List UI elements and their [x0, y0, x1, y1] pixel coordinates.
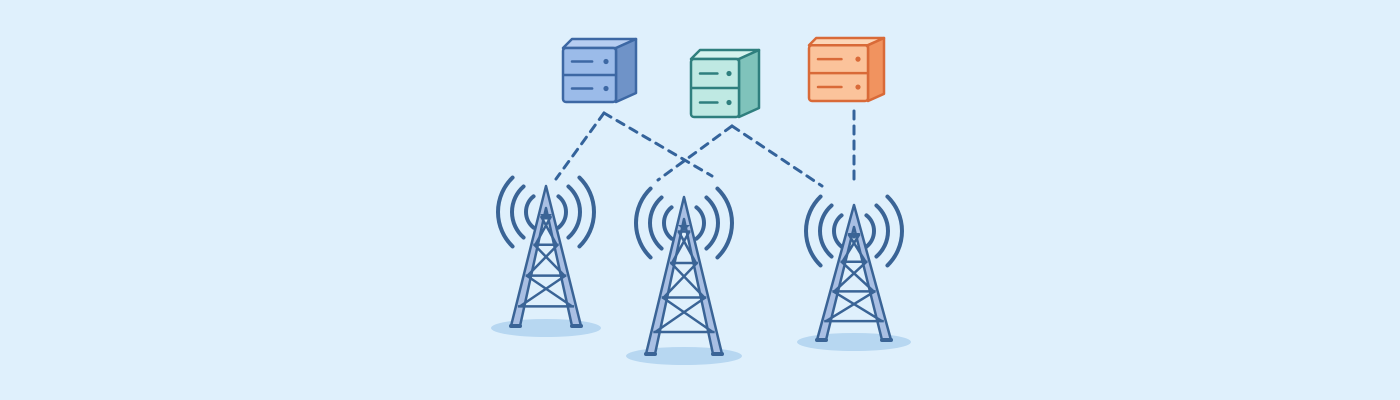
link-server-blue-to-tower-right — [730, 124, 824, 188]
tower-brace — [847, 234, 867, 263]
tower-brace — [833, 260, 868, 293]
tower-brace — [540, 216, 558, 246]
tower-antenna-tip — [848, 233, 860, 239]
signal-wave-right — [566, 184, 582, 240]
tower-brace — [677, 230, 698, 264]
signal-wave-left — [648, 195, 664, 251]
signal-wave-left — [524, 194, 536, 230]
tower-brace — [670, 262, 706, 299]
server-side-face — [866, 36, 886, 103]
tower-shadow — [797, 333, 911, 351]
tower-brace — [533, 243, 566, 277]
link-server-teal-to-tower-center — [656, 124, 734, 182]
tower-brace — [519, 274, 567, 308]
tower-brace — [661, 296, 714, 334]
tower-antenna-tip — [540, 214, 552, 220]
tower-brace — [662, 262, 698, 299]
tower-brace — [841, 234, 861, 263]
signal-wave-right — [704, 195, 720, 251]
tower-right — [797, 194, 911, 351]
signal-wave-right — [885, 194, 904, 268]
cell-tower-icon — [509, 184, 583, 328]
server-led — [603, 58, 609, 65]
signal-wave-right — [715, 186, 734, 260]
signal-wave-left — [804, 194, 823, 268]
server-side-face — [614, 37, 638, 104]
server-orange — [807, 36, 886, 103]
server-rack-icon — [561, 37, 638, 104]
towers-layer — [491, 175, 911, 365]
signal-wave-right — [694, 205, 706, 241]
server-rack-icon — [689, 48, 761, 119]
servers-layer — [561, 36, 886, 119]
cell-tower-icon — [644, 195, 724, 356]
signal-wave-left — [662, 205, 674, 241]
signal-wave-left — [832, 213, 844, 249]
signal-wave-left — [510, 184, 526, 240]
signal-wave-left — [634, 186, 653, 260]
signal-wave-right — [577, 175, 596, 249]
signal-waves-icon — [634, 186, 734, 260]
server-led — [855, 56, 861, 62]
tower-brace — [670, 230, 691, 264]
tower-antenna-tip — [678, 225, 690, 231]
tower-center — [626, 186, 742, 365]
link-server-blue-to-tower-center — [602, 111, 714, 178]
links-layer — [554, 109, 856, 188]
server-blue — [561, 37, 638, 104]
signal-wave-left — [818, 203, 834, 259]
tower-brace — [832, 290, 883, 323]
signal-wave-right — [874, 203, 890, 259]
tower-brace — [840, 260, 875, 293]
server-led — [855, 84, 861, 90]
tower-brace — [534, 216, 552, 246]
link-server-blue-to-tower-left — [554, 111, 606, 181]
server-led — [603, 85, 609, 92]
server-teal — [689, 48, 761, 119]
signal-waves-icon — [496, 175, 596, 249]
server-led — [726, 99, 732, 106]
cell-tower-icon — [815, 203, 893, 342]
server-side-face — [737, 48, 761, 119]
signal-wave-left — [496, 175, 515, 249]
tower-brace — [825, 290, 876, 323]
tower-shadow — [626, 347, 742, 365]
signal-waves-icon — [804, 194, 904, 268]
tower-brace — [525, 274, 573, 308]
tower-brace — [526, 243, 559, 277]
signal-wave-right — [864, 213, 876, 249]
server-rack-icon — [807, 36, 886, 103]
tower-brace — [654, 296, 707, 334]
signal-wave-right — [556, 194, 568, 230]
tower-left — [491, 175, 601, 337]
server-led — [726, 70, 732, 77]
tower-shadow — [491, 319, 601, 337]
